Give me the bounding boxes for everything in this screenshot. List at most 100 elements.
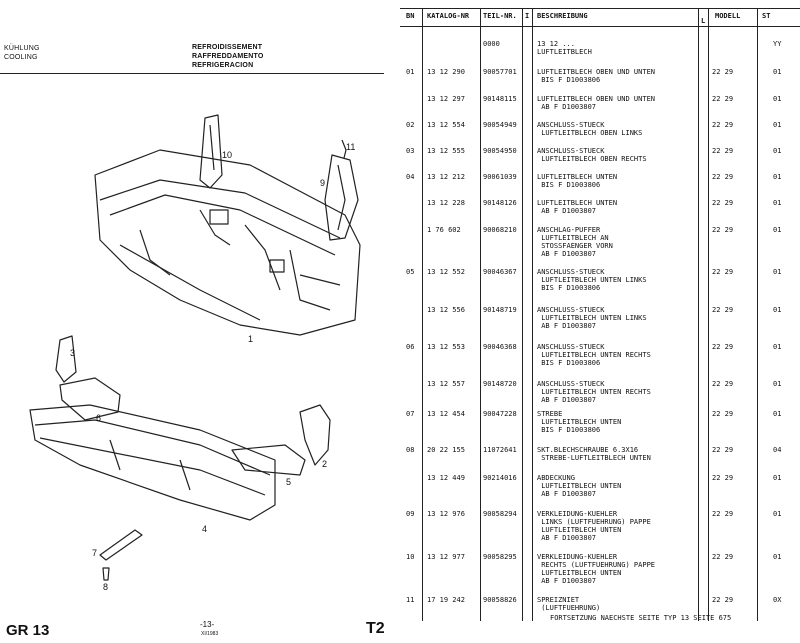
header-i: I — [525, 12, 530, 20]
callout-11: 11 — [346, 142, 355, 152]
callout-6: 6 — [96, 413, 101, 423]
cell-catalog-no: 13 12 554 — [427, 121, 465, 129]
cell-qty: 01 — [773, 306, 782, 314]
cell-bn: 08 — [406, 446, 415, 454]
cell-catalog-no: 20 22 155 — [427, 446, 465, 454]
cell-catalog-no: 13 12 212 — [427, 173, 465, 181]
cell-description: ANSCHLUSS-STUECK LUFTLEITBLECH UNTEN LIN… — [537, 306, 647, 330]
cell-model: 22 29 — [712, 226, 734, 234]
title-fr: REFROIDISSEMENT — [192, 44, 263, 51]
cell-qty: 01 — [773, 343, 782, 351]
cell-part-no: 90057701 — [483, 68, 517, 76]
header-part-no: TEIL-NR. — [483, 12, 517, 20]
cell-qty: 01 — [773, 380, 782, 388]
cell-model: 22 29 — [712, 446, 734, 454]
cell-model: 22 29 — [712, 95, 734, 103]
cell-part-no: 90046367 — [483, 268, 517, 276]
cell-catalog-no: 13 12 976 — [427, 510, 465, 518]
cell-catalog-no: 13 12 552 — [427, 268, 465, 276]
cell-qty: 01 — [773, 226, 782, 234]
cell-part-no: 90148115 — [483, 95, 517, 103]
cell-catalog-no: 13 12 556 — [427, 306, 465, 314]
col-divider — [422, 8, 423, 621]
cell-part-no: 90148719 — [483, 306, 517, 314]
cell-qty: 01 — [773, 199, 782, 207]
part-upper-left-connector-drawing — [299, 404, 331, 466]
header-l: L — [701, 17, 706, 25]
cell-bn: 03 — [406, 147, 415, 155]
cell-part-no: 90054949 — [483, 121, 517, 129]
cell-part-no: 90058826 — [483, 596, 517, 604]
cell-description: VERKLEIDUNG-KUEHLER LINKS (LUFTFUEHRUNG)… — [537, 510, 651, 542]
header-model: MODELL — [715, 12, 741, 20]
cell-catalog-no: 13 12 977 — [427, 553, 465, 561]
col-divider — [532, 8, 533, 621]
cell-model: 22 29 — [712, 173, 734, 181]
cell-catalog-no: 17 19 242 — [427, 596, 465, 604]
cell-description: SKT.BLECHSCHRAUBE 6.3X16 STREBE-LUFTLEIT… — [537, 446, 651, 462]
callout-1: 1 — [248, 334, 253, 344]
parts-table: BN KATALOG-NR TEIL-NR. I BESCHREIBUNG L … — [400, 0, 800, 643]
table-top-rule — [400, 8, 800, 9]
part-screw-drawing — [102, 567, 110, 581]
cell-part-no: 90054950 — [483, 147, 517, 155]
cell-model: 22 29 — [712, 306, 734, 314]
header-rule — [0, 73, 384, 74]
part-lower-right-connector-drawing — [55, 335, 77, 383]
part-upper-air-deflector-drawing — [94, 149, 361, 336]
cell-bn: 02 — [406, 121, 415, 129]
col-divider — [698, 8, 699, 621]
table-header-rule — [400, 26, 800, 27]
cell-model: 22 29 — [712, 268, 734, 276]
continuation-note: FORTSETZUNG NAECHSTE SEITE TYP 13 SEITE … — [550, 614, 732, 622]
callout-5: 5 — [286, 477, 291, 487]
callout-2: 2 — [322, 459, 327, 469]
title-en: COOLING — [4, 54, 38, 61]
cell-qty: 01 — [773, 510, 782, 518]
header-description: BESCHREIBUNG — [537, 12, 588, 20]
cell-catalog-no: 13 12 449 — [427, 474, 465, 482]
cell-part-no: 11072641 — [483, 446, 517, 454]
section-title-fr-it-es: REFROIDISSEMENT RAFFREDDAMENTO REFRIGERA… — [192, 43, 264, 70]
cell-description: ANSCHLUSS-STUECK LUFTLEITBLECH UNTEN REC… — [537, 380, 651, 404]
callout-7: 7 — [92, 548, 97, 558]
cell-catalog-no: 13 12 555 — [427, 147, 465, 155]
part-rivet-drawing — [341, 139, 347, 159]
cell-model: 22 29 — [712, 380, 734, 388]
cell-qty: 01 — [773, 268, 782, 276]
cell-part-no: 90068210 — [483, 226, 517, 234]
part-lower-air-deflector-drawing — [29, 404, 276, 521]
cell-model: 22 29 — [712, 474, 734, 482]
cell-description: VERKLEIDUNG-KUEHLER RECHTS (LUFTFUEHRUNG… — [537, 553, 656, 585]
cell-bn: 11 — [406, 596, 415, 604]
cell-model: 22 29 — [712, 343, 734, 351]
cell-bn: 04 — [406, 173, 415, 181]
cell-bn: 10 — [406, 553, 415, 561]
exploded-parts-drawing: 1 2 3 4 5 6 7 8 9 10 11 — [29, 114, 361, 592]
col-divider — [757, 8, 758, 621]
cell-model: 22 29 — [712, 410, 734, 418]
cell-qty: 01 — [773, 553, 782, 561]
cell-description: ANSCHLAG-PUFFER LUFTLEITBLECH AN STOSSFA… — [537, 226, 613, 258]
illustration-panel: KÜHLUNG COOLING REFROIDISSEMENT RAFFREDD… — [0, 0, 395, 643]
cell-model: 22 29 — [712, 68, 734, 76]
cell-bn: 01 — [406, 68, 415, 76]
cell-description: LUFTLEITBLECH UNTEN AB F D1003807 — [537, 199, 618, 215]
cell-qty: 01 — [773, 95, 782, 103]
cell-model: 22 29 — [712, 596, 734, 604]
part-strut-drawing — [99, 529, 143, 561]
part-lower-left-connector-drawing — [59, 377, 121, 421]
cell-model: 22 29 — [712, 199, 734, 207]
cell-bn: 07 — [406, 410, 415, 418]
cell-part-no: 90148720 — [483, 380, 517, 388]
title-de: KÜHLUNG — [4, 45, 40, 52]
cell-catalog-no: 13 12 553 — [427, 343, 465, 351]
cell-model: 22 29 — [712, 121, 734, 129]
col-divider — [522, 8, 523, 621]
cell-qty: 01 — [773, 410, 782, 418]
cell-qty: YY — [773, 40, 782, 48]
header-bn: BN — [406, 12, 415, 20]
cell-part-no: 90058295 — [483, 553, 517, 561]
cell-model: 22 29 — [712, 510, 734, 518]
